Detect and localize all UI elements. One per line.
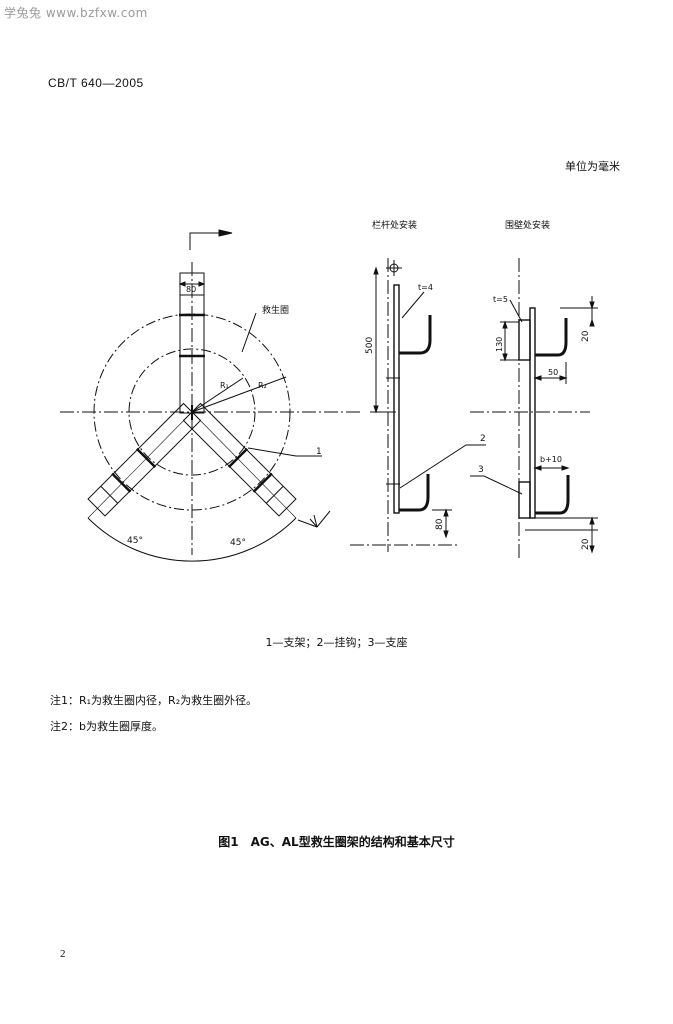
label-t5: t=5 <box>493 295 508 304</box>
label-angle-right: 45° <box>230 538 246 548</box>
label-dim-20-bottom: 20 <box>581 538 591 550</box>
label-t4: t=4 <box>418 283 433 292</box>
label-dim-b: b+10 <box>540 455 562 464</box>
unit-note: 单位为毫米 <box>565 160 620 173</box>
page-number: 2 <box>60 948 66 960</box>
note-2: 注2：b为救生圈厚度。 <box>50 720 163 733</box>
railing-side-view <box>350 258 486 552</box>
label-part-1: 1 <box>316 447 322 457</box>
label-dim-130: 130 <box>495 337 504 352</box>
label-r1: R₁ <box>220 381 229 390</box>
label-part-3: 3 <box>478 465 484 475</box>
label-dim-80-bottom: 80 <box>435 518 445 530</box>
label-part-2: 2 <box>480 434 486 444</box>
plan-view <box>60 229 360 562</box>
label-dim-80: 80 <box>186 285 196 294</box>
label-dim-500: 500 <box>365 337 375 354</box>
bulwark-side-view <box>470 258 598 560</box>
watermark: 学兔兔 www.bzfxw.com <box>4 6 148 20</box>
standard-code: CB/T 640—2005 <box>48 76 144 90</box>
figure-caption: 图1 AG、AL型救生圈架的结构和基本尺寸 <box>218 835 455 849</box>
title-bulwark-view: 围壁处安装 <box>505 219 550 231</box>
figure-legend: 1—支架；2—挂钩；3—支座 <box>265 636 408 649</box>
label-dim-50: 50 <box>548 368 558 377</box>
label-lifebuoy: 救生圈 <box>262 304 289 316</box>
label-angle-left: 45° <box>127 536 143 546</box>
label-r2: R₂ <box>258 381 267 390</box>
title-railing-view: 栏杆处安装 <box>372 219 417 231</box>
label-dim-20-top: 20 <box>581 330 591 342</box>
note-1: 注1：R₁为救生圈内径，R₂为救生圈外径。 <box>50 694 258 707</box>
